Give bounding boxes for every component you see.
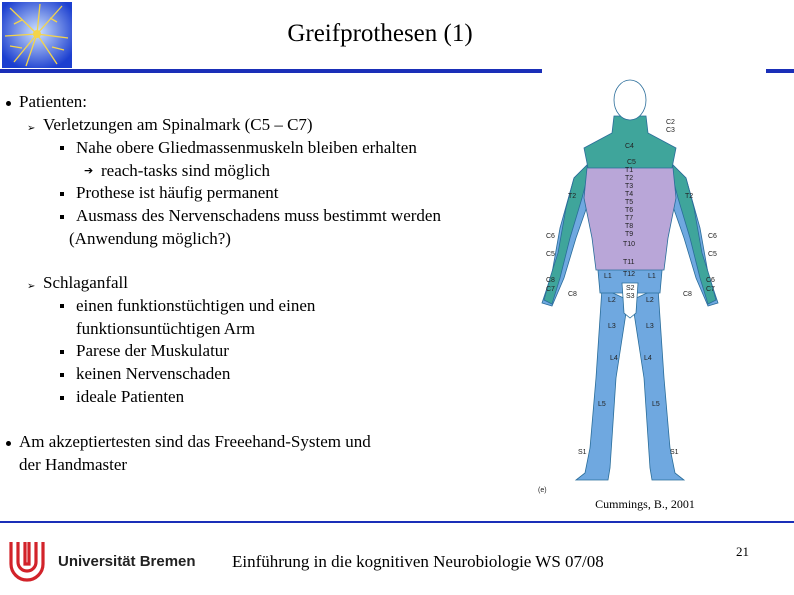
patients-heading: Patienten: <box>19 92 87 111</box>
slide-title: Greifprothesen (1) <box>287 20 473 47</box>
label-s2: S2 <box>626 285 635 292</box>
conclusion-text: der Handmaster <box>19 455 128 474</box>
spinal-item: Nahe obere Gliedmassenmuskeln bleiben er… <box>76 138 417 157</box>
label-c3: C3 <box>666 127 675 134</box>
bullet-square <box>60 192 64 196</box>
label-t9: T9 <box>625 231 633 238</box>
label-t3: T3 <box>625 183 633 190</box>
bullet-square <box>60 396 64 400</box>
label-c6-right-lower: C6 <box>706 277 715 284</box>
university-name: Universität Bremen <box>58 553 196 570</box>
label-t1: T1 <box>625 167 633 174</box>
bullet-square <box>60 304 64 308</box>
label-c7-right: C7 <box>706 286 715 293</box>
label-c4: C4 <box>625 143 634 150</box>
stroke-item: ideale Patienten <box>76 387 185 406</box>
label-t5: T5 <box>625 199 633 206</box>
label-l3-left: L3 <box>608 323 616 330</box>
label-c5-left: C5 <box>546 251 555 258</box>
stroke-heading: Schlaganfall <box>43 273 128 292</box>
neuron-logo-image <box>2 2 72 68</box>
bullet-arrowhead: ➢ <box>27 123 36 134</box>
university-logo-icon <box>9 542 45 582</box>
figure-citation: Cummings, B., 2001 <box>595 497 695 511</box>
bullet-dot <box>6 101 11 106</box>
label-l2-right: L2 <box>646 297 654 304</box>
right-leg <box>631 287 686 481</box>
thoracic-region <box>583 157 677 271</box>
label-t11: T11 <box>623 259 635 266</box>
bullet-square <box>60 373 64 377</box>
bullet-square <box>60 146 64 150</box>
head <box>613 79 647 121</box>
label-l2-left: L2 <box>608 297 616 304</box>
dermatome-figure: C2 C3 C4 C5 T1 T2 T3 T4 T5 T6 T7 T8 T9 T… <box>538 79 719 494</box>
bullet-dot <box>6 441 11 446</box>
label-t2: T2 <box>625 175 633 182</box>
label-s3: S3 <box>626 293 635 300</box>
label-t12: T12 <box>623 271 635 278</box>
footer-divider <box>0 521 794 523</box>
label-t10: T10 <box>623 241 635 248</box>
stroke-item: einen funktionstüchtigen und einen <box>76 296 316 315</box>
spinal-heading: Verletzungen am Spinalmark (C5 – C7) <box>43 115 313 134</box>
label-s1-right: S1 <box>670 449 679 456</box>
stroke-item: Parese der Muskulatur <box>76 341 229 360</box>
bullet-arrowhead: ➢ <box>27 281 36 292</box>
label-l5-right: L5 <box>652 401 660 408</box>
label-c8-left-arm: C8 <box>568 291 577 298</box>
label-l5-left: L5 <box>598 401 606 408</box>
label-t4: T4 <box>625 191 633 198</box>
label-l1-right: L1 <box>648 273 656 280</box>
spinal-subitem: reach-tasks sind möglich <box>101 161 271 180</box>
bullet-square <box>60 350 64 354</box>
conclusion-text: Am akzeptiertesten sind das Freeehand-Sy… <box>19 432 371 451</box>
page-number: 21 <box>736 544 749 559</box>
spinal-item: Ausmass des Nervenschadens muss bestimmt… <box>76 206 441 225</box>
body-silhouette <box>541 79 719 481</box>
sacral-region <box>621 282 639 319</box>
cervical-region <box>583 115 677 169</box>
label-l4-right: L4 <box>644 355 652 362</box>
label-t2-left: T2 <box>568 193 576 200</box>
label-t6: T6 <box>625 207 633 214</box>
spinal-item: Prothese ist häufig permanent <box>76 183 279 202</box>
label-c7-left: C7 <box>546 286 555 293</box>
title-divider <box>0 69 794 73</box>
arrow-right-icon: ➔ <box>84 164 94 177</box>
title-divider-gap <box>542 69 766 73</box>
label-c8-right-arm: C8 <box>683 291 692 298</box>
spinal-item-continuation: (Anwendung möglich?) <box>69 229 231 248</box>
label-c2: C2 <box>666 119 675 126</box>
label-l4-left: L4 <box>610 355 618 362</box>
label-t8: T8 <box>625 223 633 230</box>
label-t2-right: T2 <box>685 193 693 200</box>
label-s1-left: S1 <box>578 449 587 456</box>
left-leg <box>574 287 629 481</box>
label-c5-right: C5 <box>708 251 717 258</box>
label-t7: T7 <box>625 215 633 222</box>
footer-course-title: Einführung in die kognitiven Neurobiolog… <box>232 552 604 571</box>
bullet-square <box>60 215 64 219</box>
stroke-item-continuation: funktionsuntüchtigen Arm <box>76 319 255 338</box>
stroke-item: keinen Nervenschaden <box>76 364 231 383</box>
label-c6-left: C6 <box>546 233 555 240</box>
label-l1-left: L1 <box>604 273 612 280</box>
label-l3-right: L3 <box>646 323 654 330</box>
label-c6-right: C6 <box>708 233 717 240</box>
label-c5: C5 <box>627 159 636 166</box>
panel-label: (e) <box>538 487 547 494</box>
label-c8-left: C8 <box>546 277 555 284</box>
